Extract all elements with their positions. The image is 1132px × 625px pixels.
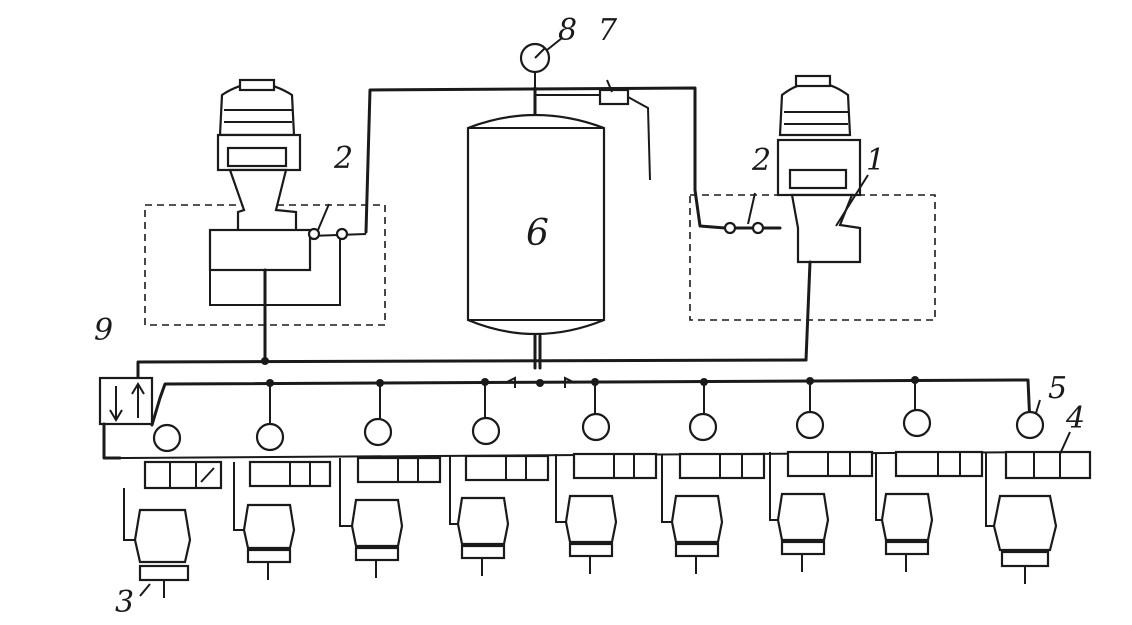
label-pressure-relay: 7: [598, 13, 618, 48]
left-pump-unit: [144, 78, 386, 362]
label-hydraulic-cylinder: 3: [115, 585, 134, 620]
branch-6: [661, 378, 766, 574]
branch-7: [769, 377, 874, 572]
gauge: [519, 37, 563, 88]
branch-4: [449, 378, 550, 576]
label-pressure-switch-right: 2: [751, 143, 771, 178]
return-line: [136, 357, 808, 382]
branch-5: [536, 378, 658, 574]
branch-9: [985, 410, 1092, 584]
branch-3: [339, 379, 442, 578]
branch-8: [875, 376, 984, 572]
label-gauge: 8: [558, 13, 577, 48]
branch-1: [123, 423, 223, 598]
accumulator: [466, 108, 606, 370]
right-pump-unit: [689, 74, 936, 362]
branch-2: [233, 379, 332, 580]
label-distributor: 9: [94, 313, 113, 348]
distributor: [98, 376, 154, 460]
label-check-valve: 5: [1048, 371, 1067, 406]
label-valve: 1: [866, 143, 885, 178]
label-accumulator: 6: [526, 213, 549, 254]
label-pressure-switch-left: 2: [333, 141, 353, 176]
leader-lines: [139, 174, 1071, 597]
label-control-valve: 4: [1065, 401, 1085, 436]
